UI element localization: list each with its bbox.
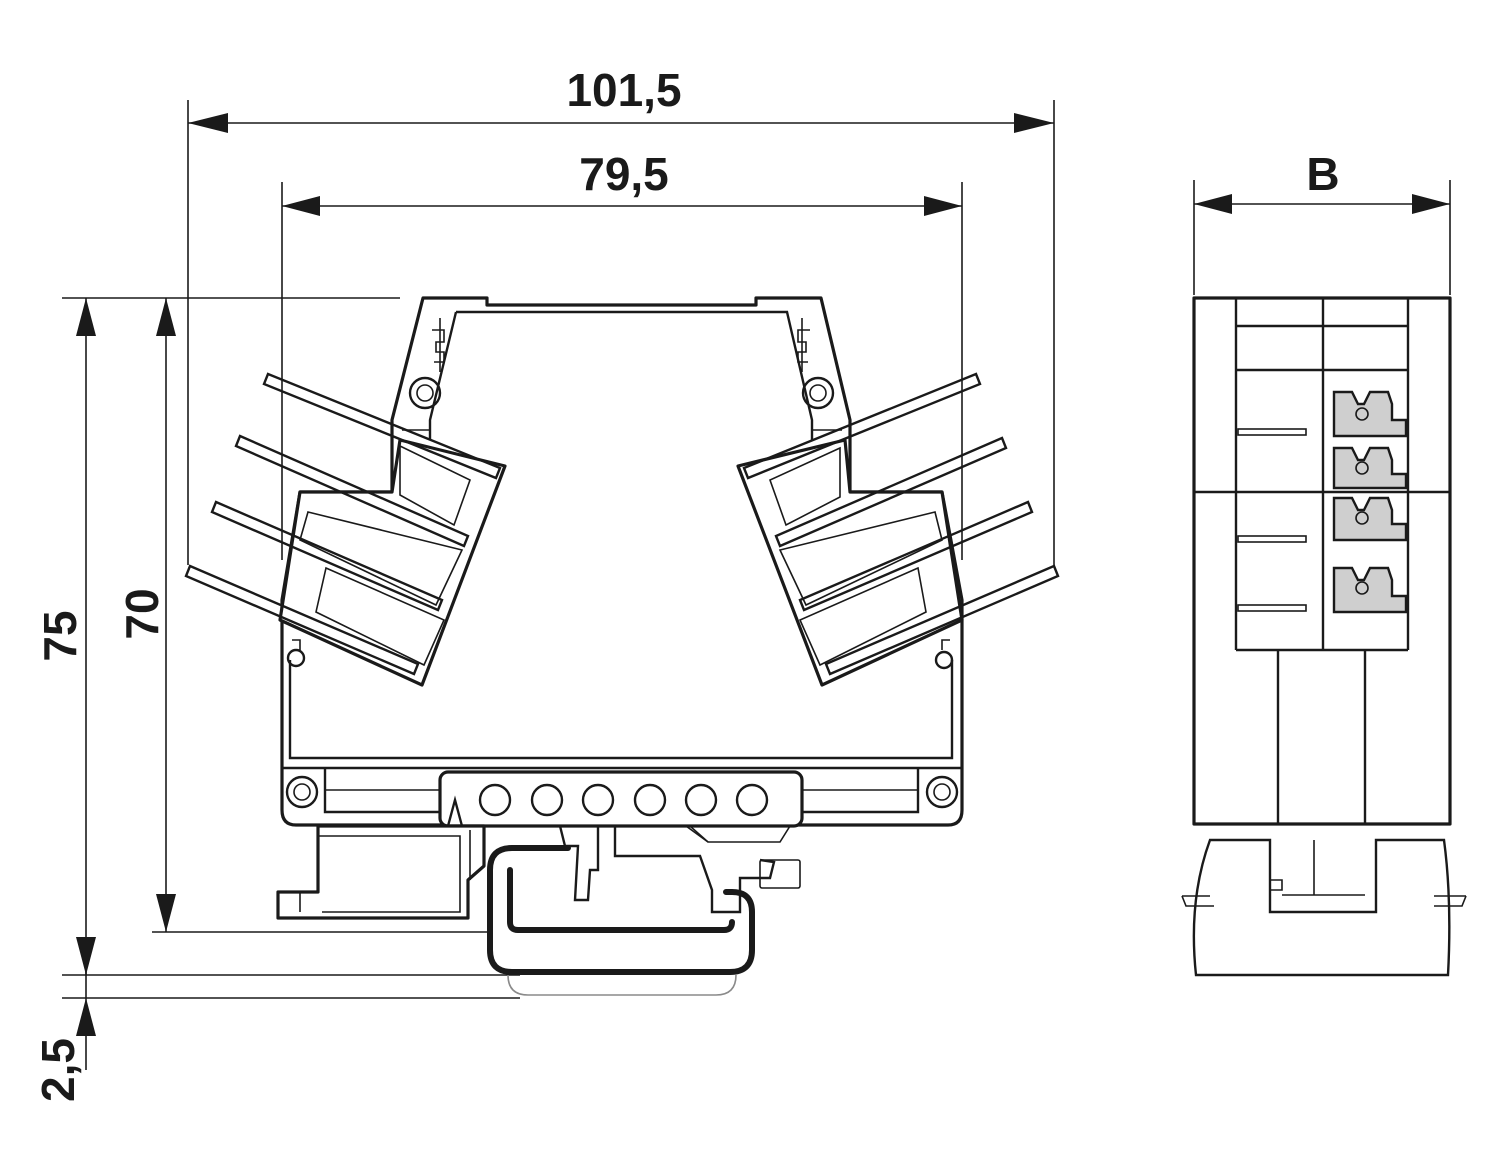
top-left-latch (408, 318, 445, 410)
left-contact-pin (184, 564, 420, 676)
terminal-screw (735, 783, 769, 817)
terminal-strip (285, 768, 959, 828)
terminal-screw (684, 783, 718, 817)
side-spring-clip (1332, 566, 1408, 614)
left-contact-pin (234, 434, 470, 548)
dim-label-rail-offset: 2,5 (32, 1038, 84, 1102)
terminal-screw (633, 783, 667, 817)
dimension-module-width: B (1193, 148, 1451, 295)
right-plug-connectors (736, 372, 1060, 687)
left-plug-connectors (184, 372, 507, 687)
right-contact-pin (824, 564, 1060, 676)
terminal-screw (530, 783, 564, 817)
dimension-inner-width: 79,5 (281, 148, 963, 560)
dimension-rail-offset: 2,5 (32, 940, 520, 1102)
side-spring-clip (1332, 496, 1408, 542)
dim-label-overall-height: 75 (34, 610, 86, 661)
housing-outline (280, 296, 964, 827)
front-view (184, 296, 1060, 996)
left-contact-pin (210, 500, 444, 612)
side-din-rail (1181, 838, 1467, 977)
right-contact-pin (774, 436, 1008, 548)
dim-label-body-height: 70 (116, 588, 168, 639)
din-rail (487, 845, 755, 996)
dimension-overall-height: 75 (34, 297, 520, 976)
dim-label-overall-width: 101,5 (566, 64, 681, 116)
dim-label-module-width: B (1306, 148, 1339, 200)
right-contact-pin (798, 500, 1034, 612)
side-view (1181, 296, 1467, 977)
rail-latch-foot (276, 795, 486, 920)
right-contact-pin (742, 372, 982, 480)
top-right-latch (797, 318, 835, 410)
terminal-screw (478, 783, 512, 817)
dim-label-inner-width: 79,5 (579, 148, 669, 200)
dimension-overall-width: 101,5 (187, 64, 1055, 565)
terminal-screw (581, 783, 615, 817)
left-contact-pin (262, 372, 502, 480)
side-spring-clip (1332, 446, 1408, 490)
dimension-body-height: 70 (116, 298, 490, 933)
side-spring-clip (1332, 390, 1408, 438)
